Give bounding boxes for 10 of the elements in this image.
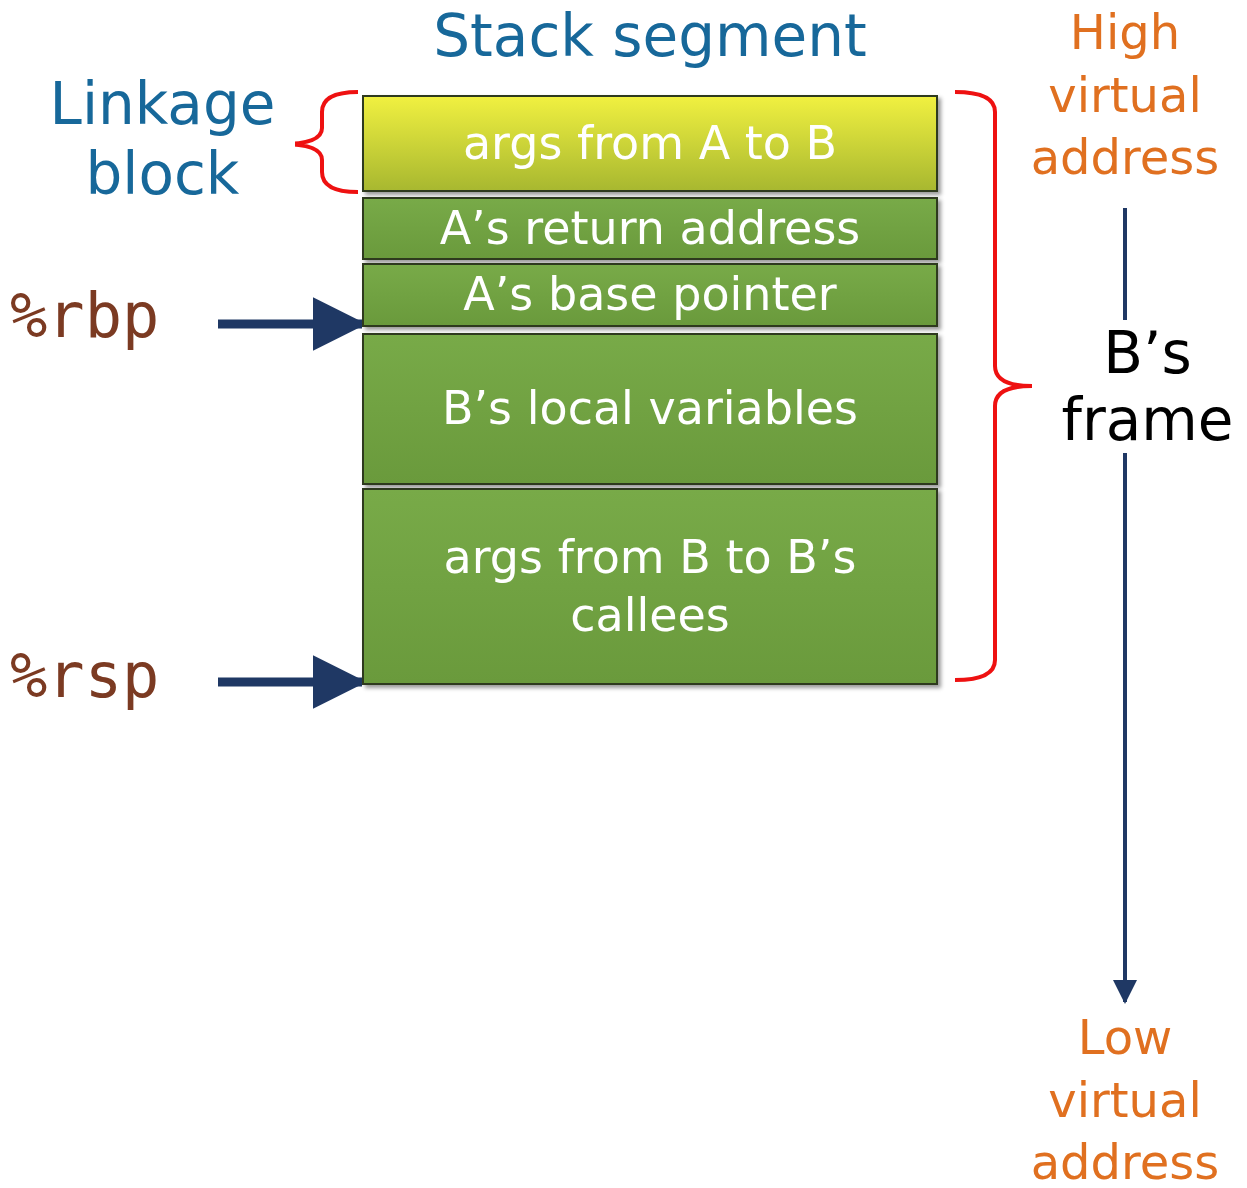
register-label: %rbp — [10, 275, 218, 355]
address-label: Low virtual address — [1010, 1012, 1240, 1188]
title: Stack segment — [432, 2, 868, 70]
stack-block: args from A to B — [362, 95, 938, 192]
stack-block: A’s base pointer — [362, 263, 938, 327]
register-label: %rsp — [10, 635, 218, 715]
stack-block: args from B to B’s callees — [362, 488, 938, 685]
stack-block: B’s local variables — [362, 333, 938, 485]
stack-block: A’s return address — [362, 197, 938, 260]
address-label: High virtual address — [1010, 2, 1240, 188]
